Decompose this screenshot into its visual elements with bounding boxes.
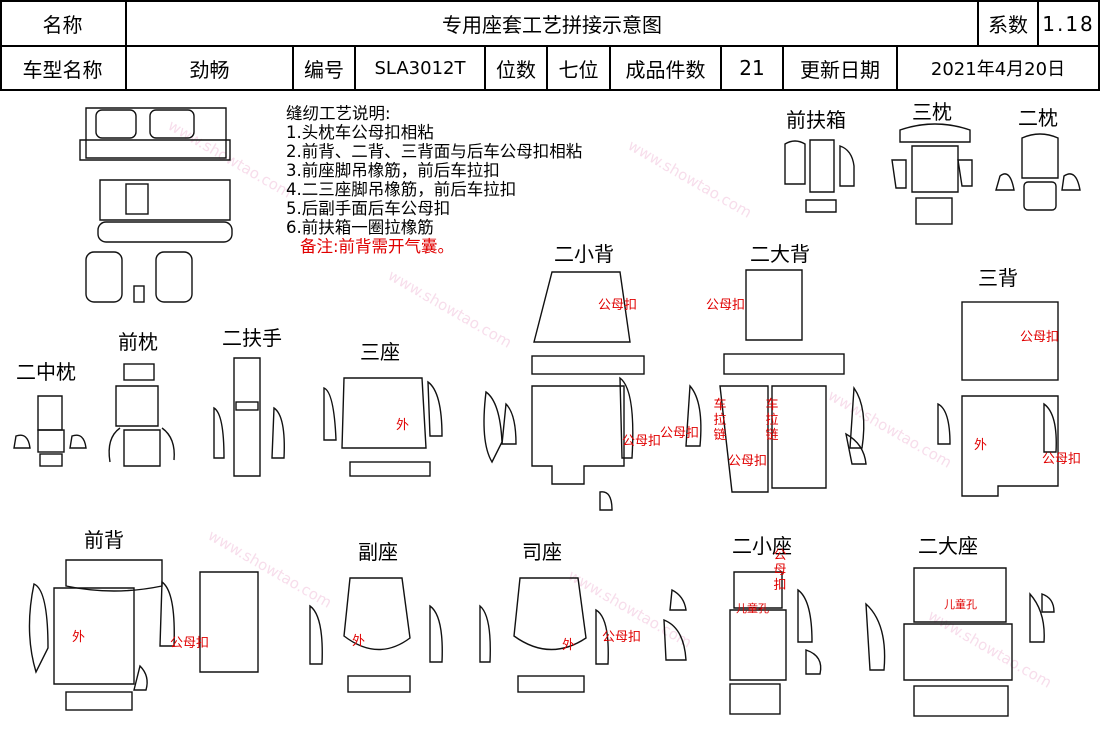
part-label-second-middle-headrest: 二中枕 <box>16 360 76 384</box>
code-value: SLA3012T <box>374 57 466 79</box>
buckle-annotation: 公母扣 <box>602 630 642 645</box>
buckle-annotation: 公母扣 <box>1042 452 1082 467</box>
seat-overview-icon <box>79 107 233 303</box>
buckle-annotation: 公母扣 <box>728 454 768 469</box>
table-row-divider <box>0 45 1100 47</box>
part-label-second-large-seat: 二大座 <box>918 534 978 558</box>
name-label: 名称 <box>42 13 83 37</box>
part-label-driver-seat: 司座 <box>522 540 562 564</box>
outside-annotation: 外 <box>396 418 410 433</box>
part-label-second-large-back: 二大背 <box>750 242 810 266</box>
part-label-front-armrest-box: 前扶箱 <box>786 108 846 132</box>
notes-item: 2.前背、二背、三背面与后车公母扣相粘 <box>286 142 583 161</box>
outside-annotation: 外 <box>974 438 988 453</box>
part-label-front-back: 前背 <box>84 528 124 552</box>
buckle-annotation: 公母扣 <box>170 636 210 651</box>
date-value: 2021年4月20日 <box>930 59 1066 80</box>
buckle-annotation: 公母扣 <box>660 426 700 441</box>
pieces-label: 成品件数 <box>625 57 706 82</box>
pieces-value: 21 <box>739 56 765 80</box>
child-hole-annotation: 儿童孔 <box>736 602 769 615</box>
sewing-notes: 缝纫工艺说明: 1.头枕车公母扣相粘 2.前背、二背、三背面与后车公母扣相粘 3… <box>286 104 582 256</box>
buckle-annotation: 公母扣 <box>706 298 746 313</box>
child-hole-annotation: 儿童孔 <box>944 598 977 611</box>
outside-annotation: 外 <box>562 638 576 653</box>
zipper-annotation: 车拉链 <box>765 398 779 443</box>
coef-value: 1.18 <box>1042 11 1095 36</box>
model-label: 车型名称 <box>22 57 103 82</box>
part-label-second-armrest: 二扶手 <box>222 326 282 350</box>
table-border-bottom <box>0 89 1100 91</box>
part-label-third-seat: 三座 <box>360 340 400 364</box>
date-label: 更新日期 <box>800 57 880 82</box>
zipper-annotation: 车拉链 <box>713 398 727 443</box>
notes-item: 4.二三座脚吊橡筋，前后车拉扣 <box>286 180 517 199</box>
seats-value: 七位 <box>558 57 599 82</box>
part-label-front-headrest: 前枕 <box>118 330 158 354</box>
part-label-second-small-seat: 二小座 <box>732 534 792 558</box>
table-border-right <box>1098 0 1100 91</box>
part-label-second-headrest: 二枕 <box>1018 106 1058 130</box>
buckle-annotation: 公母扣 <box>773 548 787 593</box>
notes-item: 1.头枕车公母扣相粘 <box>286 123 434 142</box>
outside-annotation: 外 <box>72 630 86 645</box>
part-label-third-back: 三背 <box>978 266 1018 290</box>
part-label-second-small-back: 二小背 <box>554 242 614 266</box>
header-table: 名称 专用座套工艺拼接示意图 系数 1.18 车型名称 劲畅 编号 SLA301… <box>0 0 1100 91</box>
coef-label: 系数 <box>988 13 1028 37</box>
part-label-third-headrest: 三枕 <box>912 100 952 124</box>
model-value: 劲畅 <box>189 57 230 82</box>
buckle-annotation: 公母扣 <box>598 298 638 313</box>
document-title: 专用座套工艺拼接示意图 <box>442 13 662 37</box>
code-label: 编号 <box>304 57 344 82</box>
seats-label: 位数 <box>496 57 536 82</box>
part-label-passenger-seat: 副座 <box>358 540 398 564</box>
notes-remark: 备注:前背需开气囊。 <box>300 237 455 256</box>
table-border-top <box>0 0 1100 2</box>
notes-title: 缝纫工艺说明: <box>286 104 391 123</box>
table-border-left <box>0 0 2 91</box>
buckle-annotation: 公母扣 <box>1020 330 1060 345</box>
notes-item: 5.后副手面后车公母扣 <box>286 199 451 218</box>
outside-annotation: 外 <box>352 634 366 649</box>
buckle-annotation: 公母扣 <box>622 434 662 449</box>
notes-item: 6.前扶箱一圈拉橡筋 <box>286 218 434 237</box>
notes-item: 3.前座脚吊橡筋，前后车拉扣 <box>286 161 500 180</box>
